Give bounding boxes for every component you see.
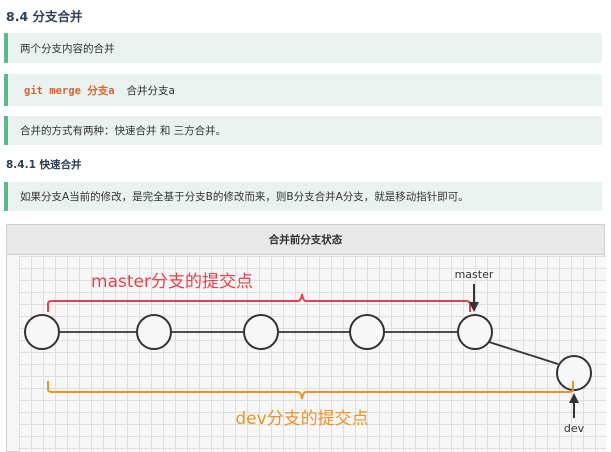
master-brace	[47, 293, 471, 312]
note-text: 两个分支内容的合并	[20, 42, 115, 55]
commit-node	[136, 314, 172, 350]
git-merge-code: git merge 分支a	[24, 84, 115, 97]
commit-node	[243, 314, 279, 350]
note-fast-forward: 如果分支A当前的修改，是完全基于分支B的修改而来，则B分支合并A分支，就是移动指…	[4, 182, 602, 211]
dev-pointer-arrowhead	[569, 393, 579, 403]
commit-node	[349, 314, 385, 350]
note-text: 如果分支A当前的修改，是完全基于分支B的修改而来，则B分支合并A分支，就是移动指…	[20, 191, 469, 203]
dev-pointer-label: dev	[564, 422, 585, 435]
commit-node	[556, 355, 592, 391]
note-merge-desc: 两个分支内容的合并	[4, 33, 602, 63]
dev-commits-label: dev分支的提交点	[235, 409, 368, 429]
note-text: 合并分支a	[126, 84, 175, 97]
dev-brace	[47, 381, 574, 400]
note-text: 合并的方式有两种：快速合并 和 三方合并。	[20, 125, 227, 137]
commit-node	[457, 314, 493, 350]
figure-title: 合并前分支状态	[7, 225, 604, 255]
commit-edge	[488, 341, 559, 365]
master-commits-label: master分支的提交点	[91, 272, 253, 292]
branch-state-figure: 合并前分支状态 master分支的提交点	[6, 224, 606, 452]
subsection-title: 8.4.1 快速合并	[6, 159, 82, 171]
master-pointer-label: master	[455, 268, 494, 281]
note-merge-command: git merge 分支a 合并分支a	[4, 74, 602, 106]
note-merge-types: 合并的方式有两种：快速合并 和 三方合并。	[4, 116, 602, 145]
branch-diagram: master分支的提交点 dev分支的提交点 master dev	[24, 268, 592, 435]
diagram-canvas: master分支的提交点 dev分支的提交点 master dev	[19, 256, 606, 452]
section-title: 8.4 分支合并	[6, 9, 83, 24]
master-pointer-arrowhead	[469, 302, 479, 312]
commit-node	[24, 314, 60, 350]
